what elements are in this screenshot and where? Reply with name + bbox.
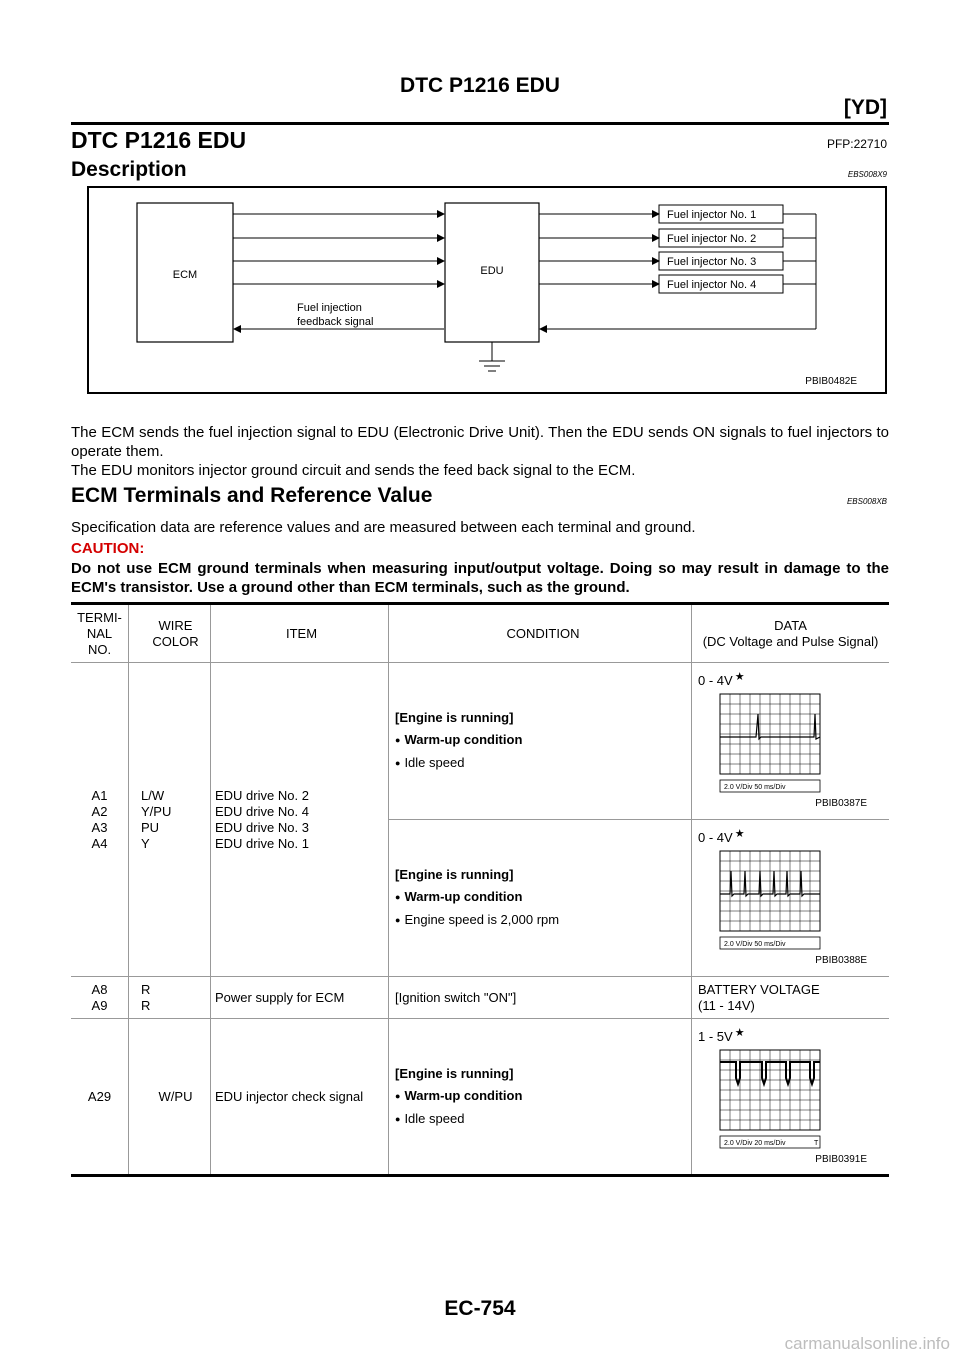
star-icon: ★: [734, 671, 745, 683]
row3-wire-color: W/PU: [128, 1018, 211, 1177]
injector-label-1: Fuel injector No. 1: [667, 209, 756, 221]
ecm-label: ECM: [173, 269, 197, 281]
row3-terminal: A29: [71, 1018, 129, 1177]
row1-condition-idle: [Engine is running] Warm-up condition Id…: [388, 662, 692, 820]
row1-condition-2000rpm: [Engine is running] Warm-up condition En…: [388, 819, 692, 977]
page-number: EC-754: [444, 1297, 516, 1320]
scope-scale-3: 2.0 V/Div 20 ms/Div: [724, 1140, 786, 1147]
row1-data-idle: 0 - 4V★ 2.0 V/Div 50 ms/Div PBIB0387E: [691, 662, 889, 820]
scope-code-2: PBIB0388E: [815, 955, 867, 966]
oscilloscope-waveform-2: 2.0 V/Div 50 ms/Div: [719, 850, 821, 950]
scope-code-1: PBIB0387E: [815, 798, 867, 809]
diagram-code: PBIB0482E: [805, 376, 857, 387]
caution-text: Do not use ECM ground terminals when mea…: [71, 560, 889, 596]
injector-label-2: Fuel injector No. 2: [667, 233, 756, 245]
ecm-block: [136, 202, 234, 343]
row3-item: EDU injector check signal: [210, 1018, 389, 1177]
header-data: DATA(DC Voltage and Pulse Signal): [691, 602, 889, 663]
description-paragraph-2: The EDU monitors injector ground circuit…: [71, 462, 636, 479]
description-paragraph-1: The ECM sends the fuel injection signal …: [71, 424, 889, 460]
diagram-frame: [87, 186, 887, 394]
terminals-heading: ECM Terminals and Reference Value: [71, 484, 433, 507]
spec-text: Specification data are reference values …: [71, 519, 696, 536]
row1-data-2000rpm: 0 - 4V★ 2.0 V/Div 50 ms/Div PBIB0388E: [691, 819, 889, 977]
description-ref-code: EBS008X9: [847, 170, 887, 179]
oscilloscope-waveform-3: 2.0 V/Div 20 ms/Div T: [719, 1049, 821, 1149]
engine-tag: [YD]: [843, 96, 887, 119]
edu-label: EDU: [480, 265, 503, 277]
scope-code-3: PBIB0391E: [815, 1154, 867, 1165]
part-code: PFP:22710: [826, 137, 887, 151]
star-icon: ★: [734, 828, 745, 840]
header-item: ITEM: [210, 602, 389, 663]
system-diagram: ECM EDU Fuel injector No. 1 Fuel injecto…: [87, 186, 887, 394]
terminals-ref-code: EBS008XB: [846, 497, 887, 506]
scope-trigger-marker: T: [814, 1140, 819, 1147]
row2-condition: [Ignition switch "ON"]: [388, 976, 692, 1019]
header-condition: CONDITION: [388, 602, 692, 663]
header-rule: [71, 122, 889, 125]
caution-title: CAUTION:: [71, 540, 145, 557]
injector-label-3: Fuel injector No. 3: [667, 256, 756, 268]
description-heading: Description: [71, 158, 187, 181]
row2-data: BATTERY VOLTAGE(11 - 14V): [691, 976, 889, 1019]
feedback-label-line2: feedback signal: [297, 316, 373, 328]
scope-scale-1: 2.0 V/Div 50 ms/Div: [724, 784, 786, 791]
feedback-label-line1: Fuel injection: [297, 302, 362, 314]
scope-scale-2: 2.0 V/Div 50 ms/Div: [724, 941, 786, 948]
row3-condition: [Engine is running] Warm-up condition Id…: [388, 1018, 692, 1177]
row2-item: Power supply for ECM: [210, 976, 389, 1019]
star-icon: ★: [734, 1027, 745, 1039]
page-header-title: DTC P1216 EDU: [400, 74, 560, 97]
watermark: carmanualsonline.info: [784, 1334, 950, 1353]
section-heading: DTC P1216 EDU: [71, 127, 247, 153]
oscilloscope-waveform-1: 2.0 V/Div 50 ms/Div: [719, 693, 821, 793]
injector-label-4: Fuel injector No. 4: [667, 279, 756, 291]
row3-data: 1 - 5V★ 2.0 V/Div 20 ms/Div T PBIB0391E: [691, 1018, 889, 1177]
